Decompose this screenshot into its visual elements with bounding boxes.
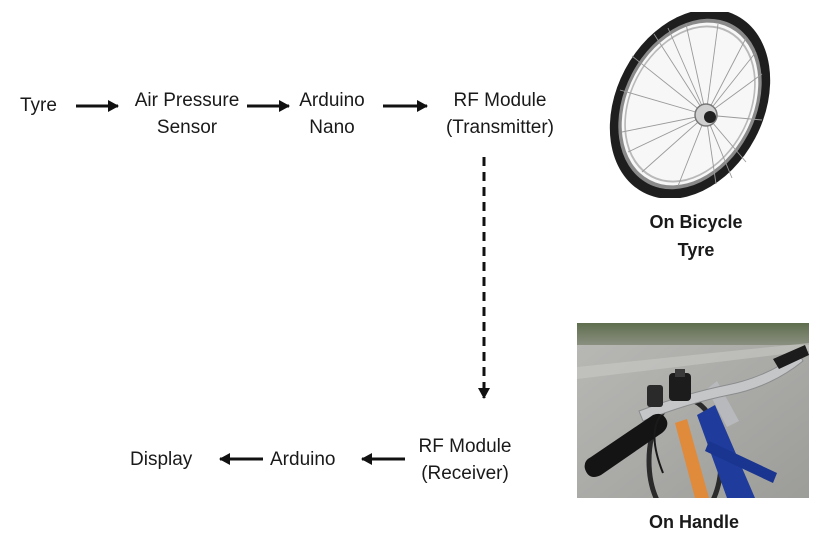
node-arduino-nano: Arduino Nano	[288, 87, 376, 141]
node-line: RF Module	[418, 436, 512, 457]
node-line: Air Pressure	[134, 90, 240, 111]
node-arduino: Arduino	[270, 449, 336, 470]
bicycle-handlebar-image	[577, 323, 809, 498]
node-line: Sensor	[156, 117, 218, 138]
handle-caption: On Handle	[648, 512, 739, 532]
node-tyre: Tyre	[20, 95, 57, 116]
bicycle-wheel-image	[609, 12, 771, 198]
node-line: (Transmitter)	[445, 117, 555, 138]
node-rf-module-transmitter: RF Module (Transmitter)	[430, 87, 570, 141]
node-line: (Receiver)	[421, 463, 509, 484]
node-line: Arduino	[299, 90, 365, 111]
wheel-caption: On Bicycle Tyre	[626, 208, 766, 264]
node-line: RF Module	[453, 90, 547, 111]
node-rf-module-receiver: RF Module (Receiver)	[405, 433, 525, 487]
caption-line: On Bicycle	[649, 212, 743, 232]
node-display: Display	[130, 449, 193, 470]
caption-line: Tyre	[677, 240, 715, 260]
node-line: Nano	[309, 117, 355, 138]
node-air-pressure-sensor: Air Pressure Sensor	[127, 87, 247, 141]
